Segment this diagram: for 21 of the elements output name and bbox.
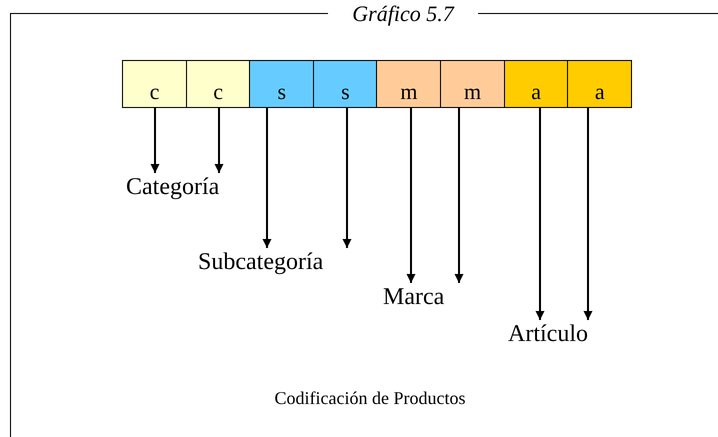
code-cell: a [504,60,569,108]
arrow [262,108,272,248]
caption: Codificación de Productos [274,387,466,410]
arrow [454,108,464,283]
arrow [150,108,160,173]
field-label: Subcategoría [198,248,324,276]
field-label: Marca [383,283,444,311]
field-label: Categoría [126,173,220,201]
arrow [214,108,224,173]
arrow [342,108,352,248]
code-cell: m [440,60,506,108]
code-cell: a [567,60,632,108]
code-cell: c [122,60,188,108]
arrow [536,108,544,320]
code-cell: s [312,60,378,108]
code-cell: c [186,60,251,108]
field-label: Artículo [508,320,588,348]
arrow [406,108,416,283]
arrow [584,108,592,320]
code-cell: m [376,60,442,108]
code-cell: s [249,60,314,108]
